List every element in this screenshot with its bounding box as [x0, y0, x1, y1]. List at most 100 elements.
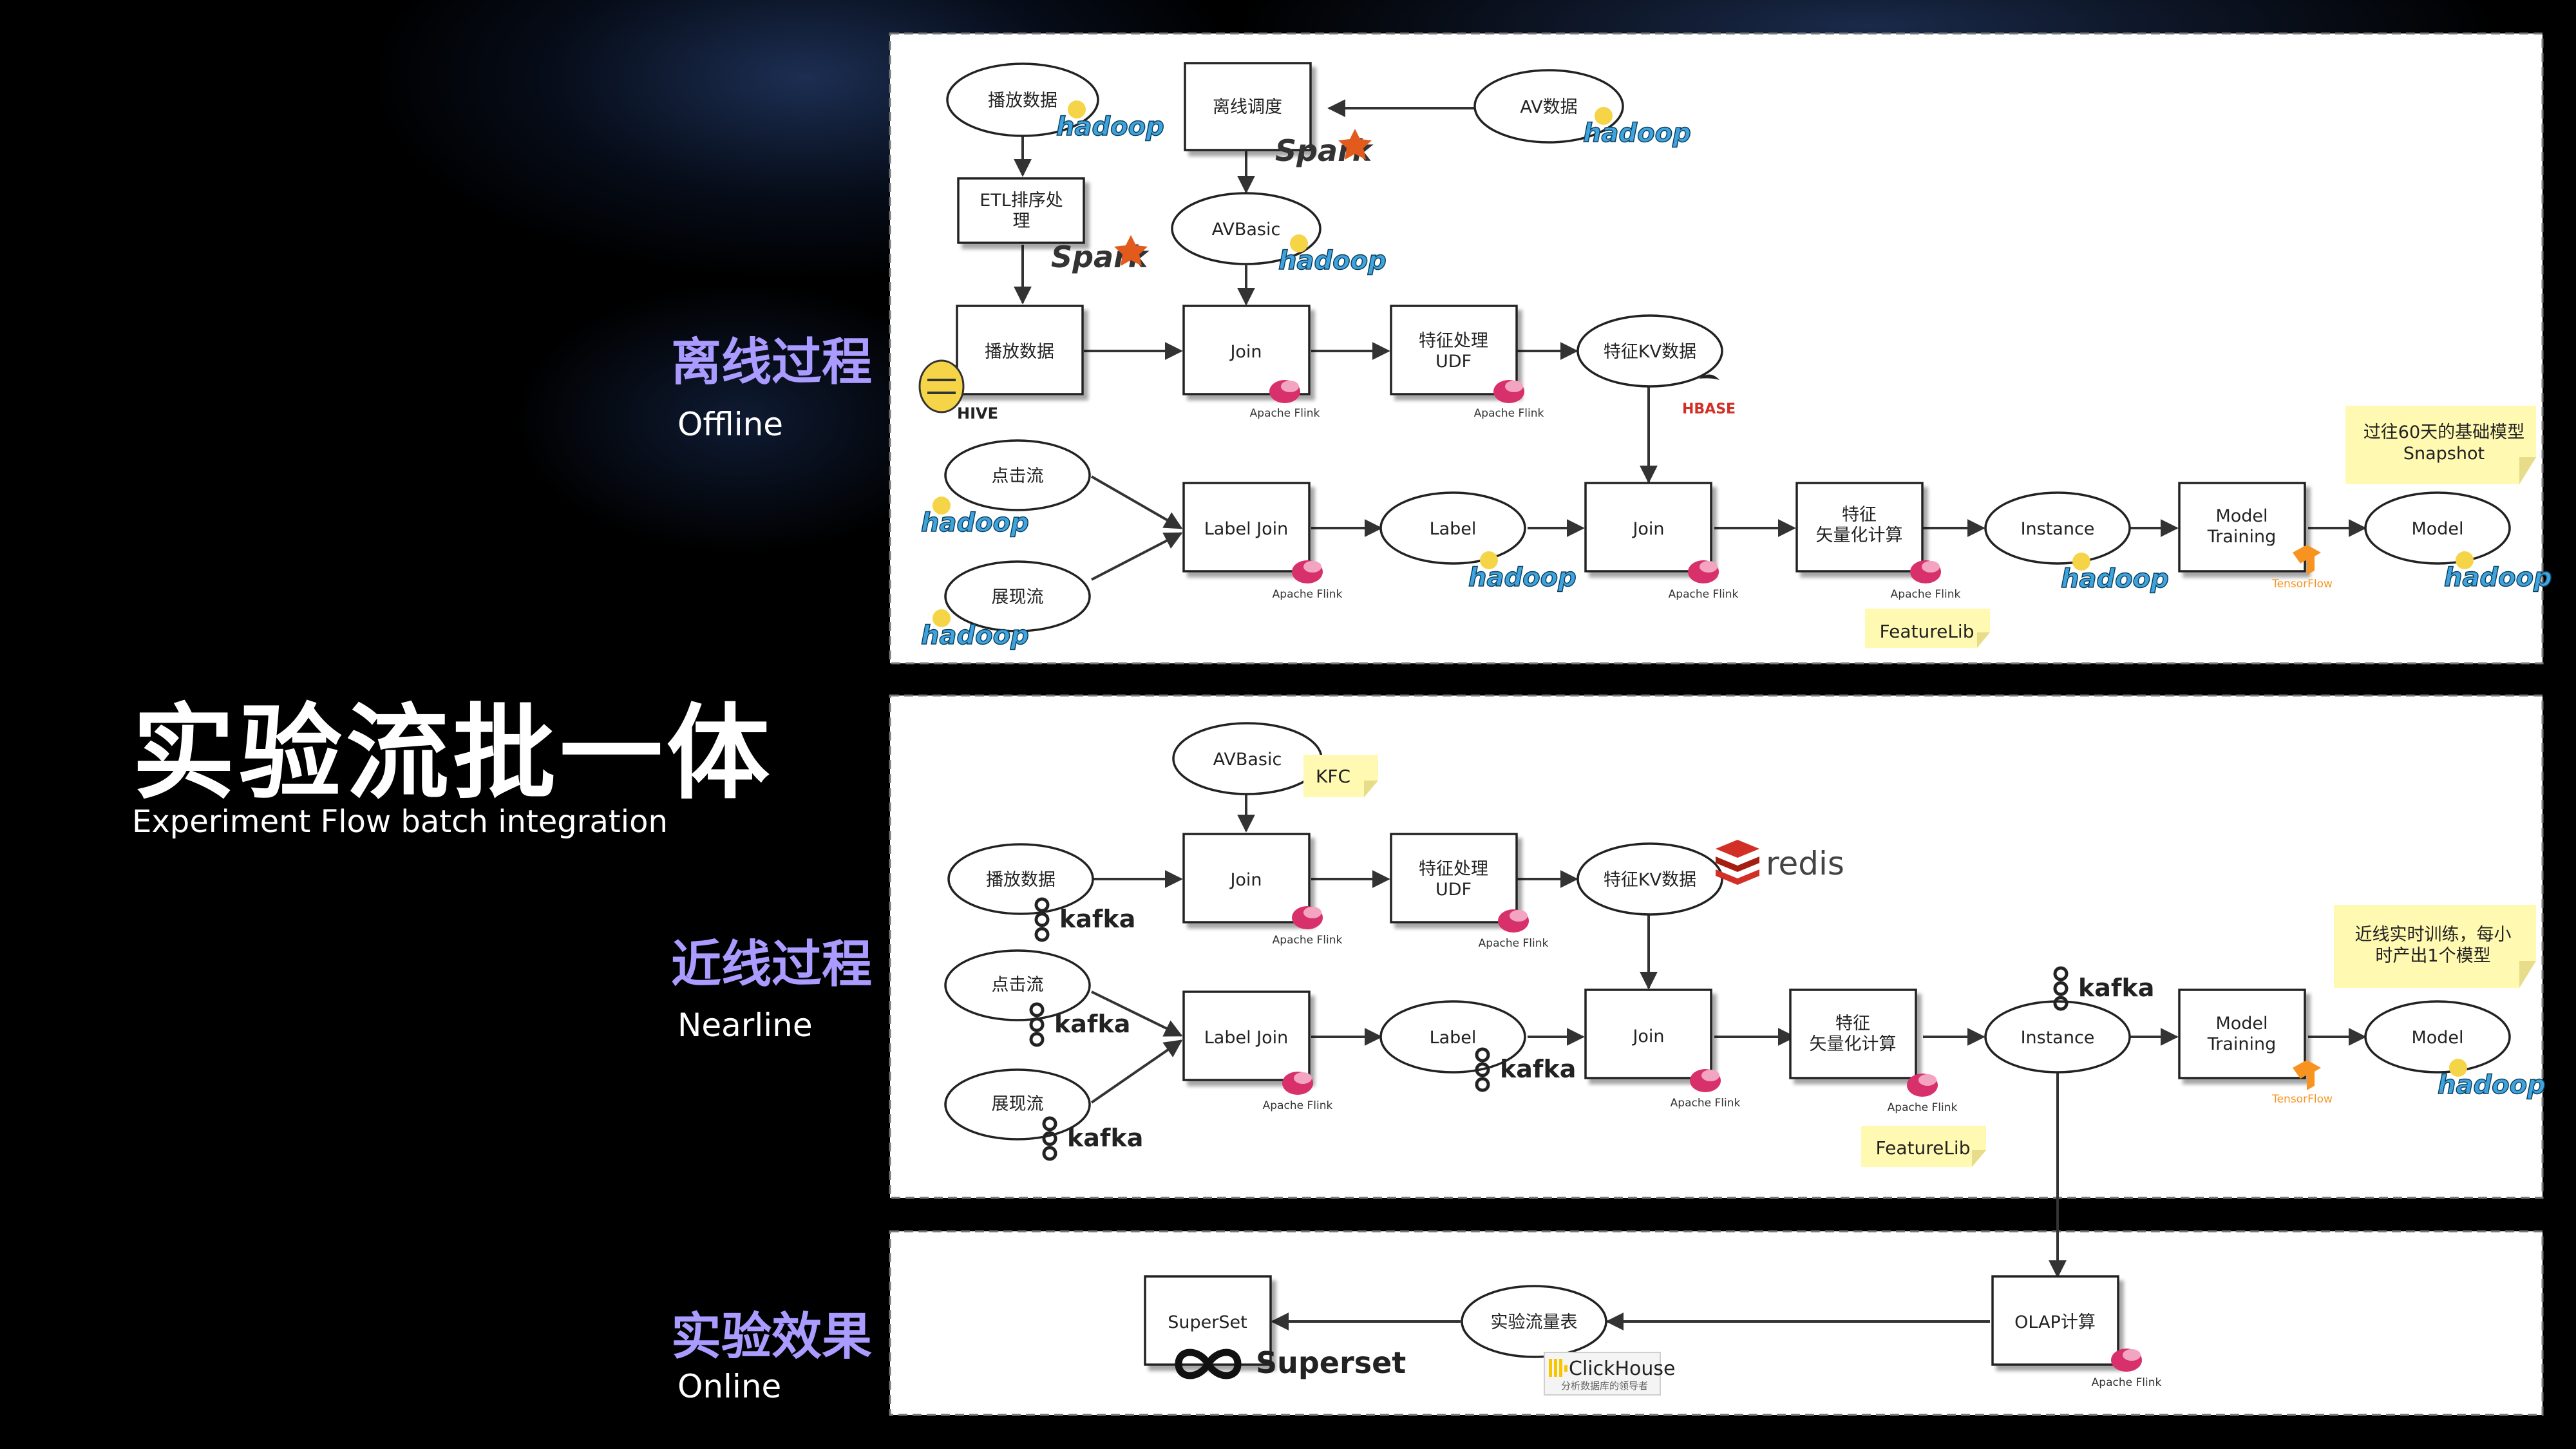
- flink-logo: Apache Flink: [1273, 560, 1342, 601]
- offline-label-click-stream: 点击流: [992, 466, 1044, 486]
- offline-node-vectorize: [1795, 482, 1924, 573]
- offline-edges: [1014, 99, 2367, 581]
- nearline-node-model-training: [2178, 989, 2306, 1079]
- offline-node-play-data-source: [946, 62, 1099, 137]
- nearline-label-udf-2: UDF: [1435, 880, 1472, 900]
- online-node-exp-table: [1461, 1285, 1607, 1358]
- svg-text:kafka: kafka: [1054, 1010, 1130, 1038]
- slide-title: 实验流批一体: [132, 693, 774, 813]
- nearline-edges: [1090, 793, 2367, 1278]
- spark-logo: Spark: [1275, 129, 1374, 168]
- online-label-olap: OLAP计算: [2014, 1312, 2096, 1332]
- offline-node-click-stream: [944, 439, 1091, 511]
- section-online-en: Online: [677, 1368, 782, 1405]
- svg-text:Apache Flink: Apache Flink: [1891, 588, 1961, 601]
- online-panel: [889, 1230, 2544, 1416]
- hbase-logo: HBASE: [1682, 374, 1736, 417]
- svg-text:hadoop: hadoop: [921, 621, 1029, 650]
- online-label-superset: SuperSet: [1168, 1312, 1247, 1332]
- offline-label-feature-kv: 特征KV数据: [1604, 342, 1696, 362]
- online-label-exp-table: 实验流量表: [1491, 1312, 1578, 1332]
- offline-node-join-1: [1182, 305, 1311, 395]
- offline-node-label: [1379, 491, 1526, 565]
- offline-label-join-1: Join: [1229, 342, 1262, 362]
- nearline-label-feature-kv: 特征KV数据: [1604, 870, 1696, 890]
- nearline-label-udf-1: 特征处理: [1419, 859, 1488, 879]
- offline-node-join-2: [1584, 482, 1712, 573]
- svg-text:hadoop: hadoop: [921, 508, 1029, 538]
- offline-label-etl-2: 理: [1013, 211, 1030, 231]
- offline-node-show-stream: [944, 560, 1091, 632]
- offline-label-instance: Instance: [2021, 519, 2095, 539]
- kafka-logo: kafka: [1029, 1002, 1130, 1047]
- offline-label-play-data: 播放数据: [985, 342, 1054, 362]
- offline-snapshot-text-2: Snapshot: [2403, 444, 2485, 464]
- svg-text:Superset: Superset: [1256, 1345, 1406, 1380]
- nearline-label-label: Label: [1430, 1028, 1477, 1048]
- svg-text:Apache Flink: Apache Flink: [1263, 1099, 1333, 1112]
- svg-text:kafka: kafka: [1067, 1124, 1143, 1152]
- offline-label-model-training-2: Training: [2207, 527, 2277, 547]
- offline-node-instance: [1984, 491, 2131, 565]
- nearline-node-model: [2364, 1000, 2511, 1074]
- nearline-label-join-2: Join: [1631, 1027, 1664, 1046]
- offline-label-vectorize-2: 矢量化计算: [1816, 526, 1903, 545]
- svg-text:HBASE: HBASE: [1682, 401, 1736, 417]
- flink-logo: Apache Flink: [1479, 909, 1548, 950]
- hadoop-logo: hadoop: [1056, 100, 1164, 142]
- svg-text:hadoop: hadoop: [1468, 563, 1577, 592]
- nearline-node-instance: [1984, 1000, 2131, 1074]
- flink-logo: Apache Flink: [1250, 380, 1320, 420]
- online-node-superset: [1144, 1275, 1272, 1366]
- svg-text:Apache Flink: Apache Flink: [1669, 588, 1739, 601]
- hive-logo: HIVE: [918, 359, 998, 422]
- svg-text:Apache Flink: Apache Flink: [1273, 934, 1343, 947]
- flink-logo: Apache Flink: [1888, 1074, 1957, 1114]
- section-nearline-zh: 近线过程: [671, 936, 873, 994]
- offline-label-label: Label: [1430, 519, 1477, 539]
- kafka-logo: kafka: [1034, 897, 1135, 942]
- svg-text:hadoop: hadoop: [2438, 1070, 2546, 1100]
- slide-subtitle: Experiment Flow batch integration: [132, 804, 668, 840]
- offline-label-udf-2: UDF: [1435, 352, 1472, 372]
- svg-text:HIVE: HIVE: [957, 404, 998, 422]
- nearline-label-show-stream: 展现流: [992, 1094, 1044, 1114]
- nearline-node-click-stream: [944, 949, 1091, 1021]
- redis-logo: redis: [1716, 840, 1844, 885]
- svg-text:hadoop: hadoop: [1056, 112, 1164, 142]
- offline-label-av-data: AV数据: [1520, 97, 1577, 117]
- kafka-logo: kafka: [1475, 1047, 1576, 1092]
- offline-node-model-training: [2178, 482, 2306, 573]
- nearline-kfc-note: [1303, 755, 1378, 797]
- svg-text:hadoop: hadoop: [2444, 563, 2552, 592]
- clickhouse-logo: ClickHouse 分析数据库的领导者: [1544, 1352, 1676, 1396]
- flink-logo: Apache Flink: [1263, 1072, 1333, 1112]
- svg-text:Apache Flink: Apache Flink: [1671, 1097, 1741, 1110]
- svg-text:TensorFlow: TensorFlow: [2271, 578, 2333, 591]
- svg-text:Apache Flink: Apache Flink: [1250, 407, 1320, 420]
- nearline-realtime-note: [2334, 905, 2536, 988]
- section-offline-en: Offline: [677, 406, 784, 443]
- nearline-label-vectorize-1: 特征: [1835, 1014, 1870, 1034]
- svg-text:hadoop: hadoop: [2061, 564, 2169, 594]
- nearline-label-label-join: Label Join: [1204, 1028, 1289, 1048]
- flink-logo: Apache Flink: [2092, 1349, 2161, 1389]
- offline-label-vectorize-1: 特征: [1842, 505, 1877, 525]
- hadoop-logo: hadoop: [1582, 107, 1691, 149]
- nearline-kfc-text: KFC: [1316, 766, 1350, 787]
- flink-logo: Apache Flink: [1474, 380, 1544, 420]
- offline-label-play-data-source: 播放数据: [988, 91, 1057, 111]
- nearline-node-feature-kv: [1577, 842, 1723, 916]
- flink-logo: Apache Flink: [1273, 906, 1343, 947]
- nearline-featurelib-note: [1861, 1126, 1986, 1167]
- offline-label-model: Model: [2411, 519, 2463, 539]
- flink-logo: Apache Flink: [1669, 560, 1739, 601]
- flink-logo: Apache Flink: [1891, 560, 1961, 601]
- spark-logo: Spark: [1051, 235, 1150, 274]
- svg-text:redis: redis: [1766, 845, 1844, 882]
- hadoop-logo: hadoop: [2437, 1059, 2546, 1101]
- nearline-node-join-2: [1584, 989, 1712, 1079]
- section-online-zh: 实验效果: [671, 1308, 873, 1366]
